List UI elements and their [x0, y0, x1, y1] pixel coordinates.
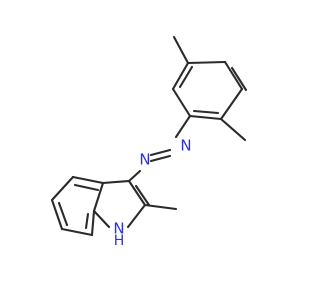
ring-bond	[126, 203, 147, 229]
ring-bond	[84, 212, 90, 230]
ring-bond	[92, 209, 111, 229]
ring-bond	[73, 183, 100, 192]
n-n-double-bond	[149, 154, 172, 163]
n-indole-bond	[127, 169, 142, 183]
ring-bond	[178, 65, 194, 89]
ring-bond	[90, 209, 96, 237]
ring-bond	[57, 201, 69, 227]
ring-bond	[50, 175, 75, 202]
methyl-bond	[219, 117, 247, 142]
indole-nitrogen-label: N	[113, 220, 124, 238]
ring-bond	[71, 175, 105, 185]
molecule-diagram: N N N H	[50, 35, 248, 249]
ring-bond	[60, 227, 94, 237]
ring-bond	[219, 87, 244, 121]
ring-bond	[171, 61, 190, 91]
ring-bond	[134, 184, 151, 207]
ring-bond	[171, 87, 192, 118]
azo-nitrogen-1-label: N	[180, 137, 191, 155]
methyl-bond	[143, 203, 178, 211]
ring-bond	[192, 109, 220, 115]
ring-bond	[101, 179, 131, 185]
ring-bond	[223, 60, 244, 91]
azo-linkage	[127, 114, 192, 183]
ring-bond	[50, 198, 64, 231]
ring-bond	[127, 179, 147, 207]
structure-canvas: N N N H	[50, 35, 248, 249]
methyl-bond	[172, 35, 190, 65]
aryl-n-bond	[174, 114, 192, 139]
indole-hydrogen-label: H	[114, 233, 125, 249]
ring-bond	[188, 114, 223, 121]
dimethylphenyl-ring	[171, 60, 248, 121]
azo-nitrogen-2-label: N	[139, 151, 150, 169]
indole-benzene-ring	[50, 175, 105, 237]
ring-bond	[92, 181, 105, 213]
ring-bond	[186, 60, 227, 65]
n-n-double-bond	[149, 148, 172, 157]
ring-bond	[230, 66, 248, 92]
indole-pyrrole-ring	[92, 179, 151, 229]
